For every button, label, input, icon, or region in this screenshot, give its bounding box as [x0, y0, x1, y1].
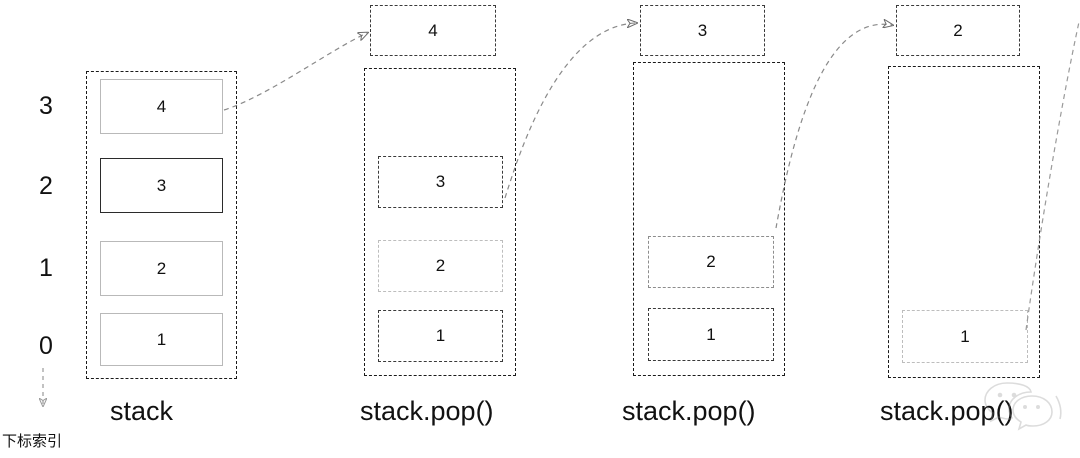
stage-2-cell-1: 2: [378, 240, 503, 292]
stage-2-cell-2: 3: [378, 156, 503, 208]
index-label-0: 0: [39, 331, 53, 360]
stage-4-caption: stack.pop(): [880, 396, 1014, 426]
stage-1-stack-container: [86, 71, 237, 379]
stage-2-stack-container: [364, 68, 516, 376]
pop-arrow-3: [775, 24, 892, 229]
stage-1-cell-3: 4: [100, 79, 223, 134]
stage-3-caption: stack.pop(): [622, 396, 756, 426]
stage-1-cell-0: 1: [100, 313, 223, 366]
stage-3-cell-1: 2: [648, 236, 774, 288]
index-axis-caption: 下标索引: [2, 432, 63, 450]
stage-1-caption: stack: [110, 396, 174, 426]
pop-arrow-2: [504, 23, 636, 199]
wechat-logo-watermark: [984, 382, 1062, 431]
stage-1-cell-1: 2: [100, 241, 223, 296]
stage-4-cell-0: 1: [902, 310, 1028, 363]
stage-2-cell-0: 1: [378, 310, 503, 362]
index-label-1: 1: [39, 253, 53, 282]
stage-3-cell-0: 1: [648, 308, 774, 361]
pop-arrow-1: [223, 33, 367, 111]
stage-2-popped-box: 4: [370, 5, 496, 56]
stage-4-popped-box: 2: [896, 5, 1020, 56]
stage-3-popped-box: 3: [640, 5, 765, 56]
stage-1-cell-2: 3: [100, 158, 223, 213]
index-label-2: 2: [39, 171, 53, 200]
stage-2-caption: stack.pop(): [360, 396, 494, 426]
index-label-3: 3: [39, 91, 53, 120]
